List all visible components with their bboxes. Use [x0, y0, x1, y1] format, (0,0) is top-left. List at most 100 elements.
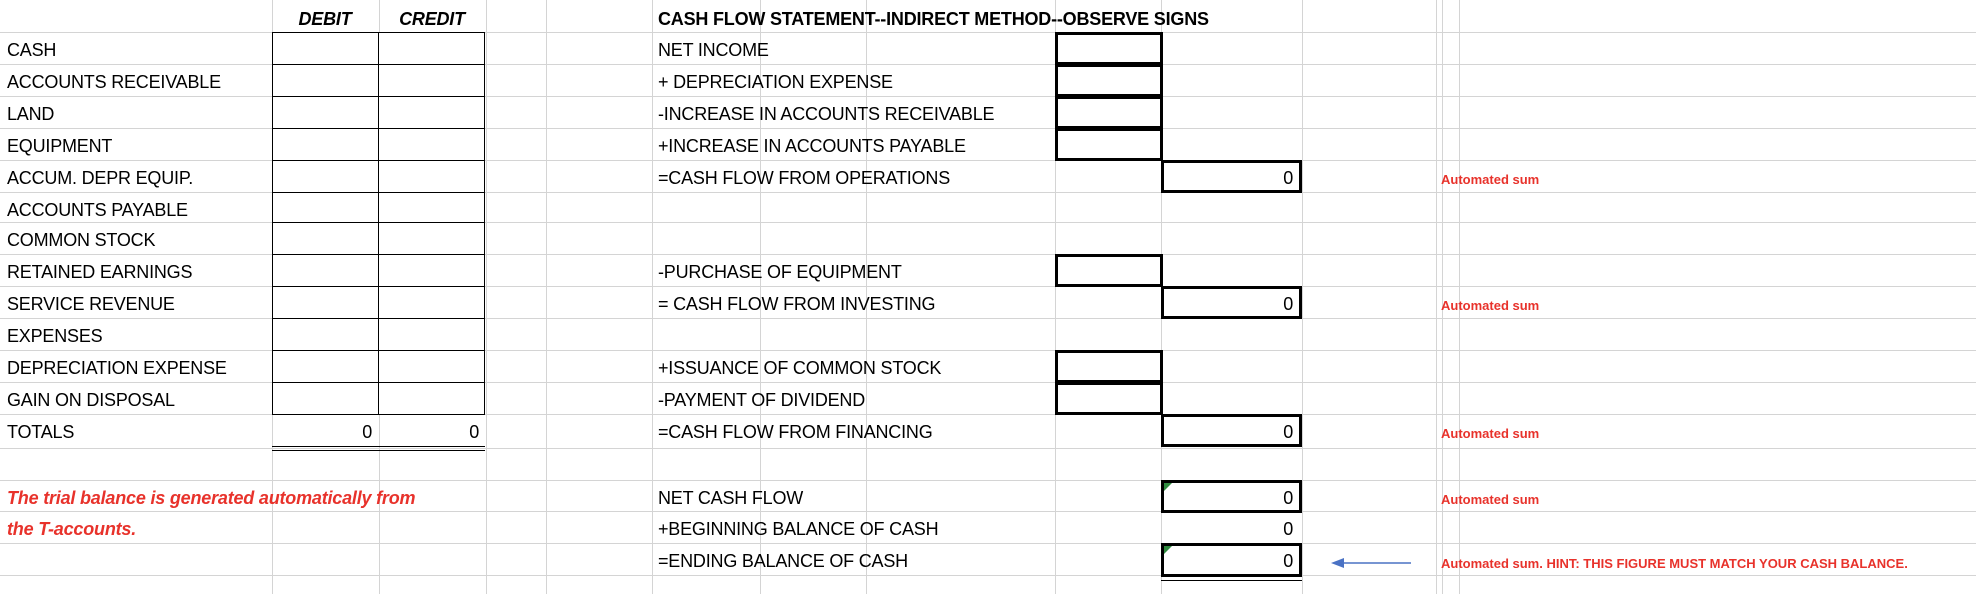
investing-automated-sum-note: Automated sum	[1441, 298, 1540, 313]
row-gridline	[0, 414, 1976, 415]
purchase-equipment-label[interactable]: -PURCHASE OF EQUIPMENT	[658, 262, 902, 282]
depreciation-label[interactable]: + DEPRECIATION EXPENSE	[658, 72, 893, 92]
account-label-service-revenue[interactable]: SERVICE REVENUE	[7, 294, 175, 314]
net-cash-flow-cell[interactable]	[1161, 480, 1302, 513]
debit-input-cell[interactable]	[272, 382, 379, 415]
row-gridline	[0, 286, 1976, 287]
debit-input-cell[interactable]	[272, 318, 379, 351]
debit-input-cell[interactable]	[272, 350, 379, 383]
credit-input-cell[interactable]	[378, 96, 485, 129]
account-label-accounts-receivable[interactable]: ACCOUNTS RECEIVABLE	[7, 72, 221, 92]
credit-input-cell[interactable]	[378, 286, 485, 319]
credit-input-cell[interactable]	[378, 222, 485, 255]
financing-total-label[interactable]: =CASH FLOW FROM FINANCING	[658, 422, 933, 442]
financing-total-cell[interactable]	[1161, 414, 1302, 447]
debit-header: DEBIT	[298, 9, 352, 29]
beginning-balance-value[interactable]: 0	[1283, 519, 1293, 539]
financing-automated-sum-note: Automated sum	[1441, 426, 1540, 441]
credit-input-cell[interactable]	[378, 350, 485, 383]
column-gridline	[1302, 0, 1303, 594]
net-cash-flow-value: 0	[1283, 488, 1293, 508]
row-gridline	[0, 448, 1976, 449]
debit-input-cell[interactable]	[272, 254, 379, 287]
operations-total-label[interactable]: =CASH FLOW FROM OPERATIONS	[658, 168, 950, 188]
credit-input-cell[interactable]	[378, 128, 485, 161]
column-gridline	[760, 0, 761, 594]
cash-flow-title[interactable]: CASH FLOW STATEMENT--INDIRECT METHOD--OB…	[658, 9, 1209, 29]
column-gridline	[866, 0, 867, 594]
account-label-equipment[interactable]: EQUIPMENT	[7, 136, 113, 156]
increase-ap-cell[interactable]	[1055, 128, 1163, 161]
credit-input-cell[interactable]	[378, 160, 485, 193]
row-gridline	[0, 128, 1976, 129]
ending-balance-cell[interactable]	[1161, 543, 1302, 577]
credit-input-cell[interactable]	[378, 382, 485, 415]
dividend-cell[interactable]	[1055, 382, 1163, 415]
increase-ar-label[interactable]: -INCREASE IN ACCOUNTS RECEIVABLE	[658, 104, 995, 124]
row-gridline	[0, 160, 1976, 161]
credit-input-cell[interactable]	[378, 32, 485, 65]
issuance-stock-cell[interactable]	[1055, 350, 1163, 383]
column-gridline	[486, 0, 487, 594]
credit-input-cell[interactable]	[378, 318, 485, 351]
account-label-expenses[interactable]: EXPENSES	[7, 326, 103, 346]
row-gridline	[0, 96, 1976, 97]
error-indicator-triangle	[1164, 483, 1172, 491]
trial-balance-note-line1: The trial balance is generated automatic…	[7, 488, 416, 508]
debit-input-cell[interactable]	[272, 32, 379, 65]
ending-balance-label[interactable]: =ENDING BALANCE OF CASH	[658, 551, 908, 571]
row-gridline	[0, 32, 1976, 33]
debit-input-cell[interactable]	[272, 286, 379, 319]
account-label-depreciation-expense[interactable]: DEPRECIATION EXPENSE	[7, 358, 227, 378]
column-gridline	[1459, 0, 1460, 594]
row-gridline	[0, 192, 1976, 193]
row-gridline	[0, 511, 1976, 512]
depreciation-cell[interactable]	[1055, 64, 1163, 97]
net-income-cell[interactable]	[1055, 32, 1163, 65]
net-cash-flow-label[interactable]: NET CASH FLOW	[658, 488, 804, 508]
net-cash-flow-automated-sum-note: Automated sum	[1441, 492, 1540, 507]
issuance-stock-label[interactable]: +ISSUANCE OF COMMON STOCK	[658, 358, 942, 378]
purchase-equipment-cell[interactable]	[1055, 254, 1163, 287]
debit-input-cell[interactable]	[272, 222, 379, 255]
operations-total-value: 0	[1283, 168, 1293, 188]
column-gridline	[1436, 0, 1437, 594]
ending-balance-value: 0	[1283, 551, 1293, 571]
row-gridline	[0, 350, 1976, 351]
investing-total-cell[interactable]	[1161, 286, 1302, 319]
credit-input-cell[interactable]	[378, 192, 485, 223]
operations-automated-sum-note: Automated sum	[1441, 172, 1540, 187]
row-gridline	[0, 382, 1976, 383]
debit-input-cell[interactable]	[272, 96, 379, 129]
account-label-gain-on-disposal[interactable]: GAIN ON DISPOSAL	[7, 390, 175, 410]
row-gridline	[0, 575, 1976, 576]
account-label-accounts-payable[interactable]: ACCOUNTS PAYABLE	[7, 200, 188, 220]
account-label-land[interactable]: LAND	[7, 104, 55, 124]
column-gridline	[652, 0, 653, 594]
investing-total-label[interactable]: = CASH FLOW FROM INVESTING	[658, 294, 936, 314]
dividend-label[interactable]: -PAYMENT OF DIVIDEND	[658, 390, 866, 410]
debit-input-cell[interactable]	[272, 128, 379, 161]
totals-label[interactable]: TOTALS	[7, 422, 75, 442]
credit-input-cell[interactable]	[378, 64, 485, 97]
account-label-retained-earnings[interactable]: RETAINED EARNINGS	[7, 262, 193, 282]
trial-balance-note-line2: the T-accounts.	[7, 519, 137, 539]
row-gridline	[0, 543, 1976, 544]
operations-total-cell[interactable]	[1161, 160, 1302, 193]
beginning-balance-label[interactable]: +BEGINNING BALANCE OF CASH	[658, 519, 939, 539]
increase-ar-cell[interactable]	[1055, 96, 1163, 129]
credit-header: CREDIT	[399, 9, 465, 29]
increase-ap-label[interactable]: +INCREASE IN ACCOUNTS PAYABLE	[658, 136, 966, 156]
credit-input-cell[interactable]	[378, 254, 485, 287]
debit-input-cell[interactable]	[272, 192, 379, 223]
debit-input-cell[interactable]	[272, 160, 379, 193]
row-gridline	[0, 222, 1976, 223]
total-credit-value[interactable]: 0	[469, 422, 479, 442]
account-label-accum-depr[interactable]: ACCUM. DEPR EQUIP.	[7, 168, 194, 188]
total-debit-value[interactable]: 0	[362, 422, 372, 442]
debit-input-cell[interactable]	[272, 64, 379, 97]
account-label-common-stock[interactable]: COMMON STOCK	[7, 230, 156, 250]
account-label-cash[interactable]: CASH	[7, 40, 57, 60]
net-income-label[interactable]: NET INCOME	[658, 40, 769, 60]
